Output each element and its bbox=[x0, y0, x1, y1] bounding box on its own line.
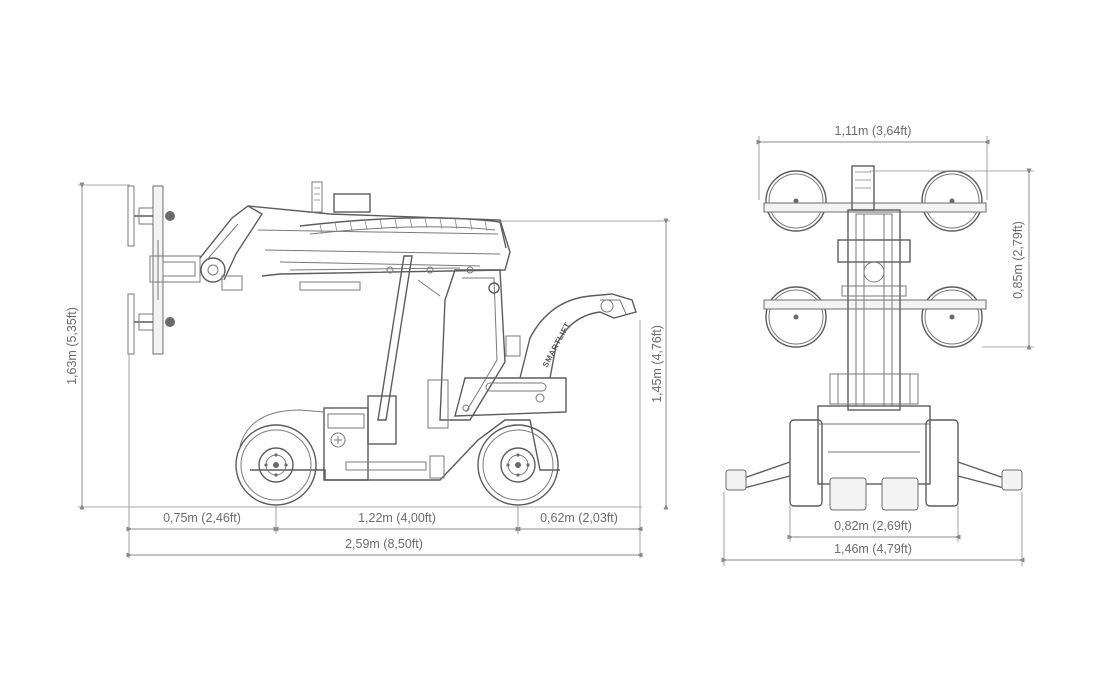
side-view: SMARTLIFT bbox=[65, 181, 670, 558]
front-view: 1,11m (3,64ft) 0,85m (2,79ft) 0,82m (2,6… bbox=[721, 124, 1034, 566]
dim-rear-overhang: 0,62m (2,03ft) bbox=[540, 511, 618, 525]
front-suction-cups bbox=[763, 170, 987, 348]
dim-overall-height: 1,63m (5,35ft) bbox=[65, 307, 79, 385]
side-rear-body: SMARTLIFT bbox=[454, 293, 637, 417]
side-mast bbox=[367, 255, 506, 445]
dim-front-overhang: 0,75m (2,46ft) bbox=[163, 511, 241, 525]
side-front-wheel bbox=[235, 424, 317, 506]
side-rear-wheel bbox=[477, 424, 559, 506]
dim-cup-frame-height: 0,85m (2,79ft) bbox=[1011, 221, 1025, 299]
side-dimensions: 1,63m (5,35ft) 1,45m (4,76ft) 0,75m (2,4… bbox=[65, 182, 670, 558]
front-dimensions: 1,11m (3,64ft) 0,85m (2,79ft) 0,82m (2,6… bbox=[721, 124, 1034, 566]
dim-wheelbase: 1,22m (4,00ft) bbox=[358, 511, 436, 525]
dim-cup-frame-width: 1,11m (3,64ft) bbox=[835, 124, 912, 138]
brand-label: SMARTLIFT bbox=[541, 321, 572, 369]
front-chassis bbox=[725, 405, 1023, 511]
dim-outrigger-width: 1,46m (4,79ft) bbox=[834, 542, 912, 556]
dim-track-width: 0,82m (2,69ft) bbox=[834, 519, 912, 533]
dim-body-height: 1,45m (4,76ft) bbox=[650, 325, 664, 403]
dim-overall-length: 2,59m (8,50ft) bbox=[345, 537, 423, 551]
side-rotator bbox=[199, 205, 263, 291]
side-suction-frame bbox=[127, 185, 201, 355]
side-chassis bbox=[239, 407, 560, 481]
side-boom bbox=[247, 181, 511, 291]
front-mast bbox=[829, 165, 919, 411]
